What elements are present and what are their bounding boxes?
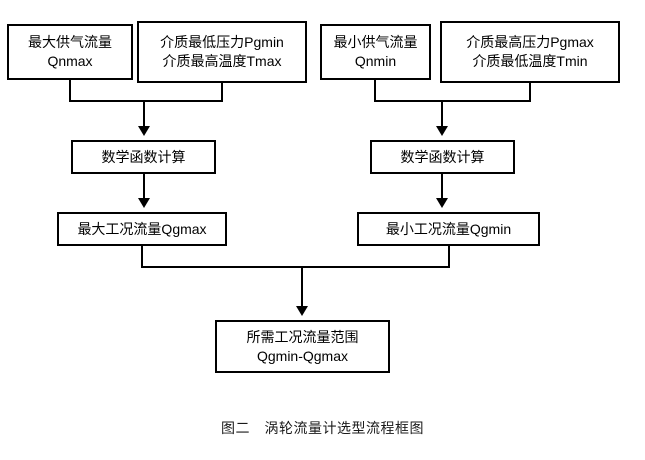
node-min-supply-flow[interactable]: 最小供气流量 Qnmin <box>320 24 431 80</box>
node-line-1: 最小供气流量 <box>333 34 418 51</box>
connector-qnmax-drop <box>69 80 71 102</box>
arrow-head-icon <box>138 198 150 208</box>
connector-pgmax-drop <box>529 83 531 102</box>
node-line-2: Qnmin <box>354 53 397 69</box>
connector-qnmin-drop <box>374 80 376 102</box>
connector-math-right-to-qgmin <box>441 174 443 200</box>
connector-bottom-merge-bar <box>141 266 450 268</box>
connector-math-left-to-qgmax <box>143 174 145 200</box>
node-line-1: 介质最低压力Pgmin <box>160 34 284 51</box>
node-line-1: 所需工况流量范围 <box>246 328 359 345</box>
node-max-supply-flow[interactable]: 最大供气流量 Qnmax <box>7 24 133 80</box>
arrow-head-icon <box>436 126 448 136</box>
node-medium-min-pressure-max-temp[interactable]: 介质最低压力Pgmin 介质最高温度Tmax <box>137 21 307 83</box>
node-line-2: Qgmin-Qgmax <box>256 347 349 364</box>
connector-pgmin-drop <box>221 83 223 102</box>
node-required-working-condition-flow-range[interactable]: 所需工况流量范围 Qgmin-Qgmax <box>215 320 390 373</box>
node-max-working-condition-flow[interactable]: 最大工况流量Qgmax <box>57 212 227 246</box>
node-line-2: Qnmax <box>47 53 93 69</box>
connector-qgmin-drop <box>448 246 450 268</box>
node-min-working-condition-flow[interactable]: 最小工况流量Qgmin <box>357 212 540 246</box>
node-math-function-calculation-right[interactable]: 数学函数计算 <box>370 140 515 174</box>
node-line-1: 介质最高压力Pgmax <box>466 34 594 51</box>
connector-qgmax-drop <box>141 246 143 268</box>
node-line-1: 数学函数计算 <box>400 148 485 165</box>
node-line-1: 数学函数计算 <box>101 148 186 165</box>
node-line-1: 最大供气流量 <box>28 34 112 51</box>
connector-right-merge-bar <box>374 100 531 102</box>
connector-left-merge-to-math <box>143 100 145 128</box>
node-line-1: 最小工况流量Qgmin <box>385 220 512 237</box>
figure-caption: 图二 涡轮流量计选型流程框图 <box>221 420 424 436</box>
node-math-function-calculation-left[interactable]: 数学函数计算 <box>71 140 216 174</box>
arrow-head-icon <box>436 198 448 208</box>
arrow-head-icon <box>138 126 150 136</box>
node-medium-max-pressure-min-temp[interactable]: 介质最高压力Pgmax 介质最低温度Tmin <box>440 21 620 83</box>
node-line-2: 介质最高温度Tmax <box>162 53 282 69</box>
node-line-1: 最大工况流量Qgmax <box>77 220 207 237</box>
connector-bottom-merge-to-result <box>301 266 303 308</box>
node-line-2: 介质最低温度Tmin <box>472 53 588 69</box>
connector-left-merge-bar <box>69 100 223 102</box>
connector-right-merge-to-math <box>441 100 443 128</box>
arrow-head-icon <box>296 306 308 316</box>
